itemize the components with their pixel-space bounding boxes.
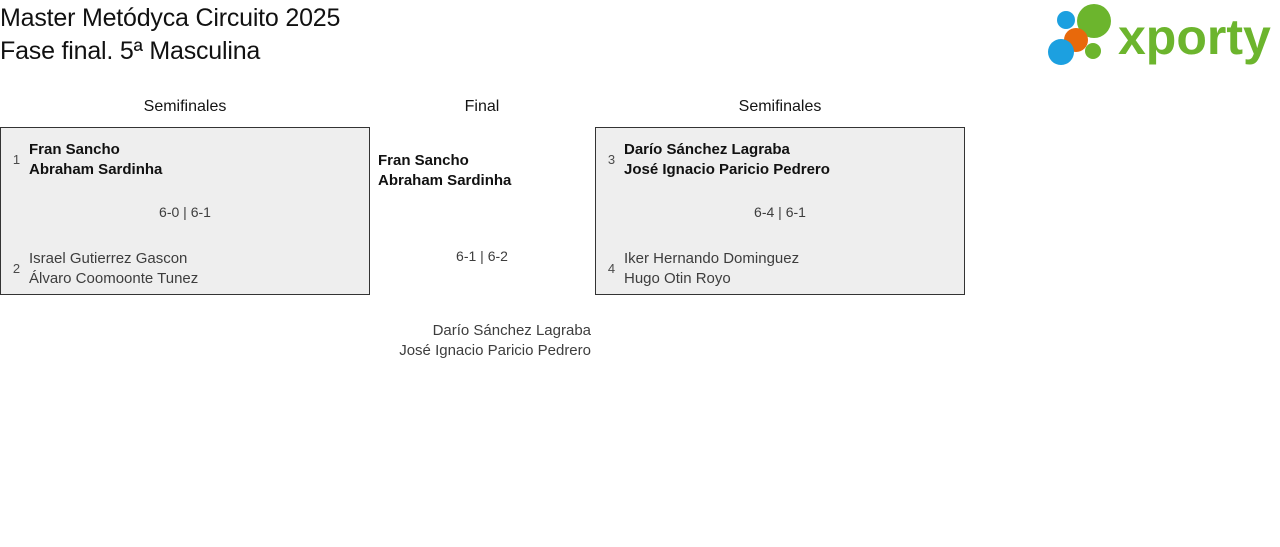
team-names: Fran Sancho Abraham Sardinha [29,141,163,178]
match-card-semifinal-2[interactable]: 3 Darío Sánchez Lagraba José Ignacio Par… [595,127,965,295]
match-team-row[interactable]: 3 Darío Sánchez Lagraba José Ignacio Par… [604,140,830,179]
match-score-semifinal-2: 6-4 | 6-1 [754,204,806,220]
match-card-semifinal-1[interactable]: 1 Fran Sancho Abraham Sardinha 2 Israel … [0,127,370,295]
team-names: Israel Gutierrez Gascon Álvaro Coomoonte… [29,250,199,287]
seed-number: 4 [607,260,616,276]
final-runnerup-team[interactable]: Darío Sánchez Lagraba José Ignacio Paric… [399,322,591,359]
team-names: Iker Hernando Dominguez Hugo Otin Royo [624,250,800,287]
xporty-logo-svg: xporty [1048,4,1271,65]
page-header: Master Metódyca Circuito 2025 Fase final… [0,0,1280,88]
match-score-final: 6-1 | 6-2 [456,248,508,264]
logo-dot-blue-large [1048,39,1074,65]
logo-wordmark: xporty [1118,9,1271,65]
round-header-final: Final [464,98,500,115]
seed-number: 3 [607,151,616,167]
logo-dot-green-large [1077,4,1111,38]
round-header-right-semifinals: Semifinales [738,98,822,115]
team-names: Darío Sánchez Lagraba José Ignacio Paric… [624,141,830,178]
match-score-semifinal-1: 6-0 | 6-1 [159,204,211,220]
seed-number: 2 [12,260,21,276]
seed-number: 1 [12,151,21,167]
round-header-left-semifinals: Semifinales [143,98,227,115]
xporty-logo[interactable]: xporty [1046,4,1272,68]
match-team-row[interactable]: 4 Iker Hernando Dominguez Hugo Otin Royo [604,249,799,288]
final-winner-team[interactable]: Fran Sancho Abraham Sardinha [378,152,512,189]
match-team-row[interactable]: 1 Fran Sancho Abraham Sardinha [9,140,163,179]
page-title: Master Metódyca Circuito 2025 Fase final… [0,4,341,65]
match-team-row[interactable]: 2 Israel Gutierrez Gascon Álvaro Coomoon… [9,249,198,288]
logo-dot-green-small [1085,43,1101,59]
logo-dot-blue-small [1057,11,1075,29]
